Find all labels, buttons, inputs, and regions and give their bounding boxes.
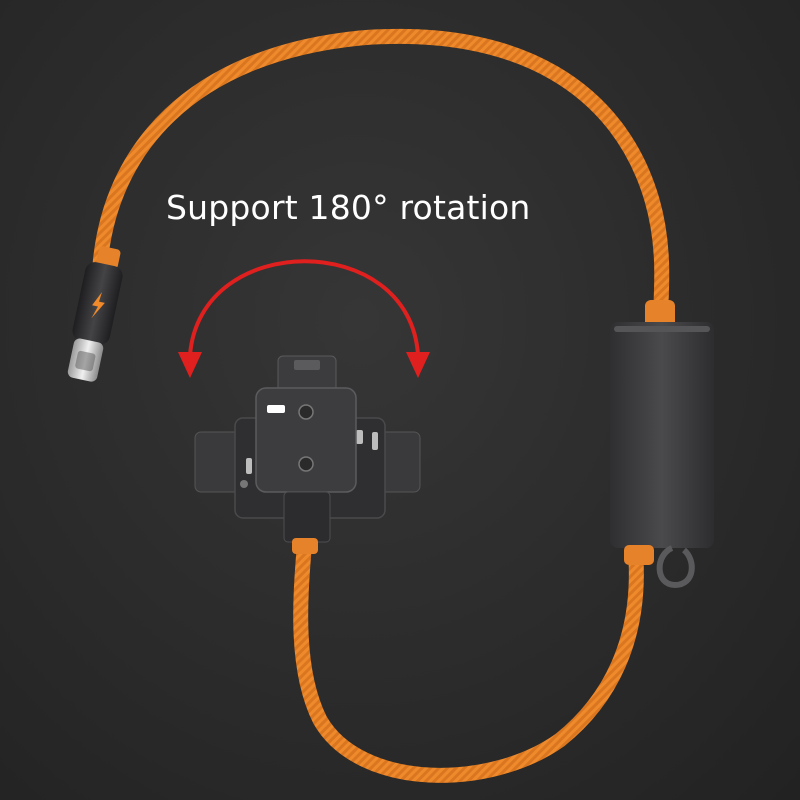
rotation-arrow-icon [178, 259, 430, 378]
control-box [610, 300, 714, 589]
cable-upper [92, 28, 670, 333]
usb-c-plug [67, 246, 123, 382]
adapter-head [194, 355, 421, 554]
lanyard-loop [656, 545, 695, 589]
lightning-bolt-icon [91, 292, 105, 319]
cable-lower [293, 542, 644, 783]
rotation-caption: Support 180° rotation [166, 188, 531, 227]
